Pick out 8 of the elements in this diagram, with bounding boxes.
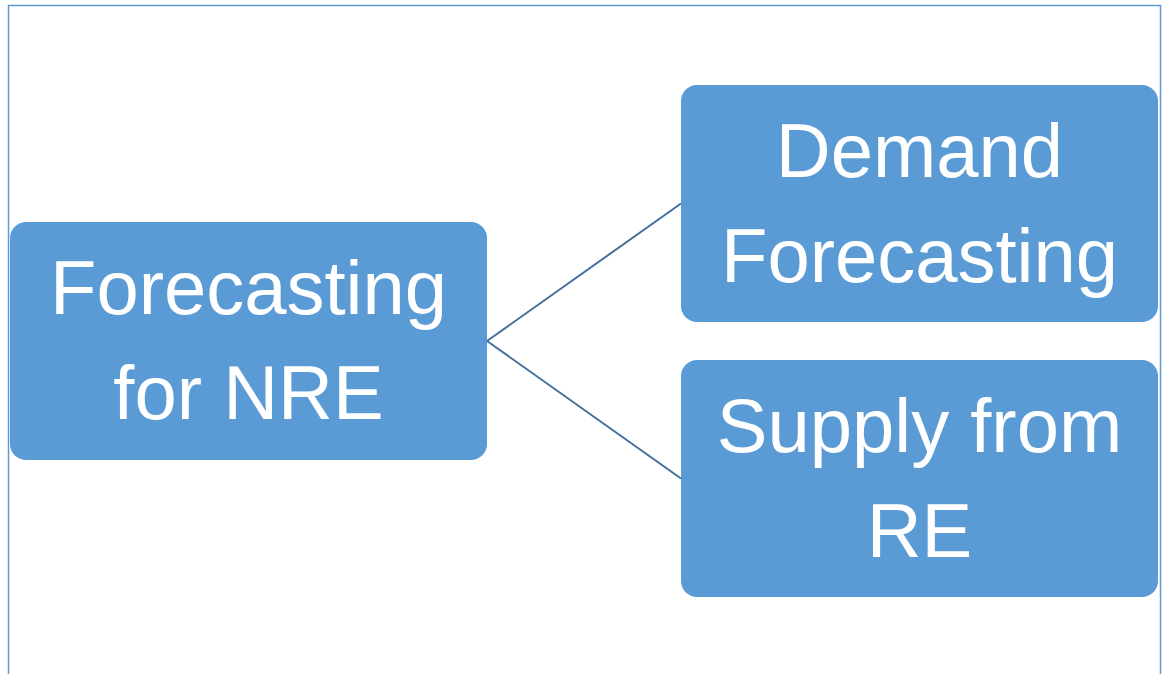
rounded-box: [10, 222, 487, 460]
box-label: Supply from RE: [715, 381, 1124, 575]
connector-line: [486, 340, 682, 480]
box-label: Forecasting for NRE: [48, 244, 449, 437]
rounded-box: [681, 85, 1158, 322]
box-label: Demand Forecasting: [719, 106, 1120, 300]
connector-line: [486, 202, 682, 342]
rounded-box: [681, 360, 1158, 597]
